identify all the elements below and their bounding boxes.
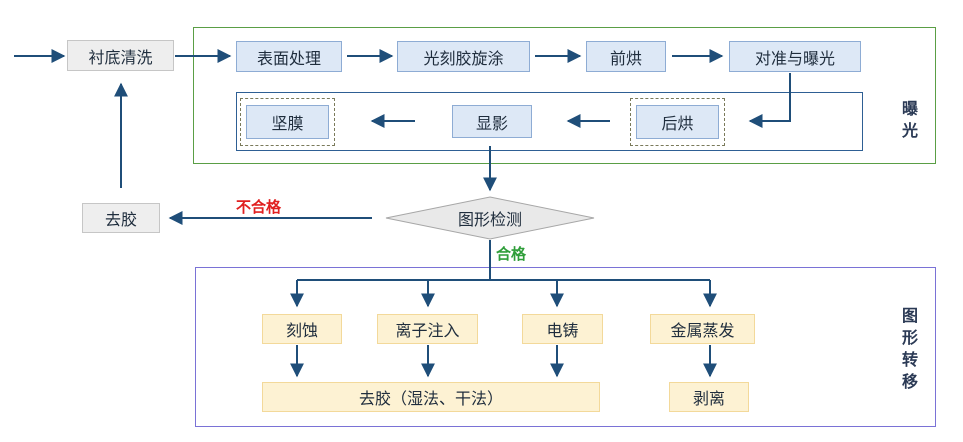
fail-label: 不合格 xyxy=(236,198,282,216)
transfer-region-label: 图 形 转 移 xyxy=(901,306,918,391)
etch-box: 刻蚀 xyxy=(262,314,342,344)
surface-treat-box: 表面处理 xyxy=(236,41,342,72)
exposure-region xyxy=(193,27,936,164)
develop-bake-region xyxy=(236,92,863,151)
substrate-clean-box: 衬底清洗 xyxy=(67,40,174,71)
align-expose-box: 对准与曝光 xyxy=(729,41,861,72)
post-bake-box: 后烘 xyxy=(636,105,719,139)
inspect-diamond xyxy=(385,196,595,240)
develop-box: 显影 xyxy=(452,105,532,138)
pass-label: 合格 xyxy=(496,245,527,263)
ion-implant-box: 离子注入 xyxy=(377,314,478,344)
photoresist-coat-box: 光刻胶旋涂 xyxy=(397,41,530,72)
strip-resist-box: 去胶 xyxy=(82,203,160,233)
hard-bake-box: 坚膜 xyxy=(246,105,329,139)
inspect-label: 图形检测 xyxy=(457,210,522,229)
electroplate-box: 电铸 xyxy=(522,314,603,344)
exposure-region-label: 曝 光 xyxy=(901,99,918,140)
metal-evap-box: 金属蒸发 xyxy=(650,314,755,344)
prebake-box: 前烘 xyxy=(586,41,666,72)
strip-wet-dry-box: 去胶（湿法、干法） xyxy=(262,382,600,412)
lift-off-box: 剥离 xyxy=(669,382,749,412)
hard-bake-highlight xyxy=(240,98,335,146)
pattern-transfer-region xyxy=(195,267,936,427)
post-bake-highlight xyxy=(630,98,725,146)
arrow-align-postbake xyxy=(748,73,791,128)
